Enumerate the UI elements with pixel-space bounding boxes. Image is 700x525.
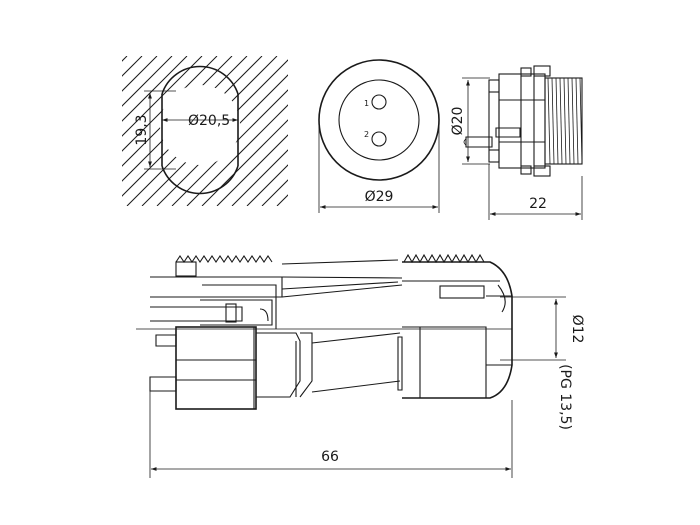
overall-length-label: 66 [321, 449, 339, 465]
hatch-line [307, 56, 457, 206]
side-thread-lines [547, 77, 583, 165]
hatch-line [122, 56, 143, 206]
hatch-line [122, 56, 233, 206]
thread-profile [175, 255, 273, 263]
hatch-line [231, 56, 288, 206]
hatch-line [201, 56, 288, 206]
side-view: Ø20 22 [450, 65, 583, 220]
pin-2 [371, 131, 387, 147]
pin-1-label: 1 [364, 99, 369, 108]
thread-line [559, 77, 563, 165]
thread-line [575, 77, 579, 165]
hatch-line [122, 56, 188, 206]
panel-cutout-view: Ø20,5 19,3 [0, 56, 457, 206]
side-depth-label: 22 [529, 196, 547, 212]
hatch-line [216, 56, 288, 206]
hatch-line [122, 56, 173, 206]
cutout-flat-label: 19,3 [134, 114, 150, 145]
pin-2-label: 2 [364, 130, 369, 139]
left-top-threads [175, 255, 273, 263]
side-diameter-label: Ø20 [450, 107, 466, 136]
coupling-nut [175, 326, 257, 410]
hatch-line [246, 56, 288, 206]
thread-line [547, 77, 551, 165]
thread-line [551, 77, 555, 165]
hatch-line [122, 56, 218, 206]
thread-line [555, 77, 559, 165]
hatch-line [122, 56, 158, 206]
thread-line [563, 77, 567, 165]
hatch-line [171, 56, 288, 206]
gland-size-label: (PG 13,5) [557, 364, 573, 430]
front-outer-circle [318, 59, 440, 181]
thread-line [567, 77, 571, 165]
front-diameter-label: Ø29 [365, 189, 394, 205]
front-inner-circle [338, 79, 420, 161]
hatch-line [186, 56, 288, 206]
cutout-hole-outline [161, 65, 239, 195]
cutout-hatching [0, 56, 457, 206]
cutout-diameter-label: Ø20,5 [188, 113, 230, 129]
thread-line [579, 77, 583, 165]
hatch-line [276, 56, 288, 206]
right-top-threads [403, 253, 485, 264]
front-face-view: 1 2 Ø29 [318, 59, 440, 213]
hatch-line [261, 56, 288, 206]
thread-line [571, 77, 575, 165]
cable-diameter-label: Ø12 [569, 315, 585, 344]
pin-1 [371, 94, 387, 110]
thread-profile [403, 253, 485, 264]
hatch-line [122, 56, 203, 206]
hatch-line [0, 56, 112, 206]
hatch-line [122, 56, 128, 206]
assembly-view: Ø12 (PG 13,5) 66 [136, 253, 585, 478]
